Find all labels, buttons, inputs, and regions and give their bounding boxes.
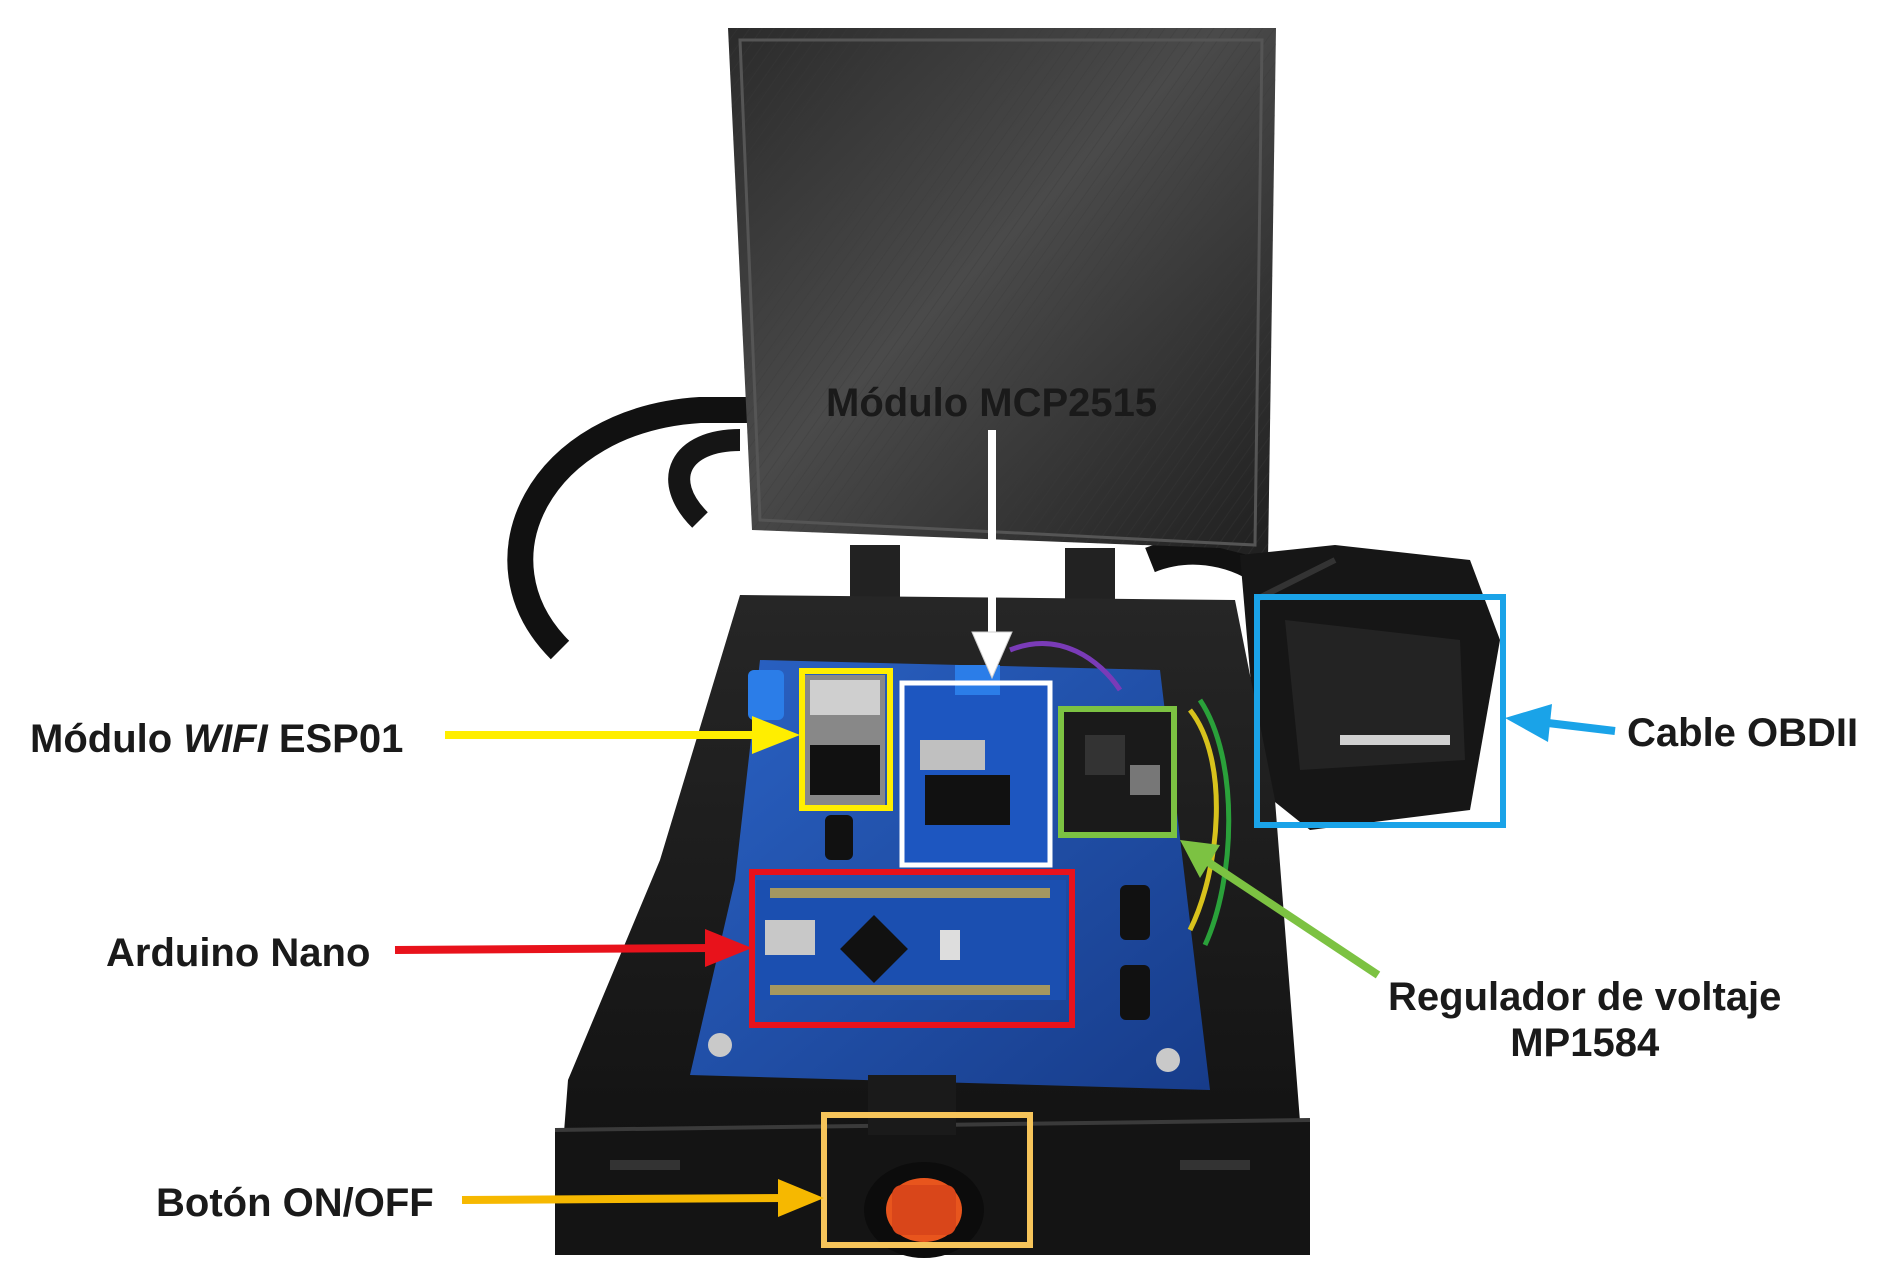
- mcp2515-highlight-box: [899, 680, 1053, 868]
- wifi-esp01-label: Módulo WIFI ESP01: [30, 716, 403, 762]
- wifi-label-suffix: ESP01: [267, 717, 404, 761]
- capacitors: [825, 815, 1150, 1020]
- regulator-arrow: [1180, 840, 1381, 979]
- wifi-arrow: [445, 716, 800, 754]
- wifi-label-prefix: Módulo: [30, 717, 184, 761]
- mcp2515-arrow: [971, 430, 1013, 680]
- mp1584-regulator: [1063, 712, 1171, 832]
- box-lid: [728, 28, 1276, 603]
- voltage-regulator-label: Regulador de voltaje MP1584: [1388, 974, 1781, 1066]
- arduino-nano-label: Arduino Nano: [106, 931, 371, 975]
- obd-cable-label: Cable OBDII: [1627, 711, 1859, 755]
- esp01-module: [805, 675, 885, 805]
- arduino-arrow: [394, 929, 752, 967]
- mcp2515-label: Módulo MCP2515: [826, 381, 1158, 425]
- boton-highlight-box: [821, 1112, 1033, 1248]
- regulator-label-line1: Regulador de voltaje: [1388, 975, 1782, 1019]
- power-button-label: Botón ON/OFF: [156, 1181, 434, 1225]
- arduino-highlight-box: [749, 869, 1075, 1028]
- regulator-label-line2: MP1584: [1510, 1021, 1660, 1065]
- arduino-nano-board: [756, 880, 1066, 1000]
- regulator-highlight-box: [1058, 706, 1177, 838]
- wifi-highlight-box: [799, 668, 893, 811]
- obd-arrow: [1505, 704, 1616, 742]
- boton-arrow: [461, 1179, 824, 1217]
- wifi-label-italic: WIFI: [183, 717, 268, 761]
- obd-highlight-box: [1254, 594, 1506, 828]
- obd-connector: [1240, 545, 1500, 830]
- mcp2515-module: [902, 665, 1050, 864]
- wires: [1009, 641, 1232, 947]
- power-switch: [864, 1075, 984, 1258]
